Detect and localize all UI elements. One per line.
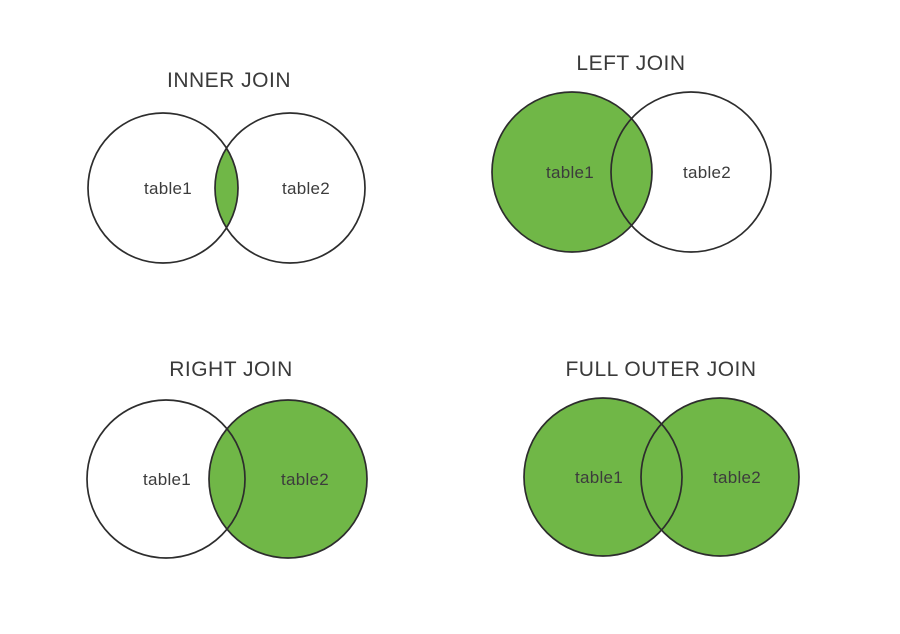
left-circle-outline [523, 397, 683, 557]
right-circle-fill [611, 92, 771, 252]
left-circle-label: table1 [143, 470, 191, 489]
right-circle-fill [215, 113, 365, 263]
left-circle-label: table1 [144, 179, 192, 198]
panel-left-join: LEFT JOIN table1 table2 [491, 52, 772, 253]
left-circle-outline [491, 91, 653, 253]
left-circle-label: table1 [575, 468, 623, 487]
right-circle-label: table2 [713, 468, 761, 487]
left-circle-fill [524, 398, 682, 556]
right-circle-label: table2 [281, 470, 329, 489]
left-circle-outline [87, 112, 239, 264]
right-circle-fill [641, 398, 799, 556]
right-circle-outline [214, 112, 366, 264]
panel-right-join: RIGHT JOIN table1 table2 [86, 358, 368, 559]
right-circle-outline [640, 397, 800, 557]
left-circle-fill [88, 113, 238, 263]
panel-title: LEFT JOIN [576, 52, 685, 75]
left-circle-fill [87, 400, 245, 558]
right-circle-label: table2 [282, 179, 330, 198]
right-circle-outline [610, 91, 772, 253]
panel-title: RIGHT JOIN [169, 358, 293, 381]
right-circle-outline [208, 399, 368, 559]
panel-title: INNER JOIN [167, 69, 291, 92]
left-circle-fill [492, 92, 652, 252]
panel-inner-join: INNER JOIN table1 table2 [87, 69, 366, 264]
right-circle-label: table2 [683, 163, 731, 182]
right-circle-fill [209, 400, 367, 558]
panel-full-outer-join: FULL OUTER JOIN table1 table2 [523, 358, 800, 557]
left-circle-outline [86, 399, 246, 559]
panel-title: FULL OUTER JOIN [565, 358, 756, 381]
left-circle-label: table1 [546, 163, 594, 182]
